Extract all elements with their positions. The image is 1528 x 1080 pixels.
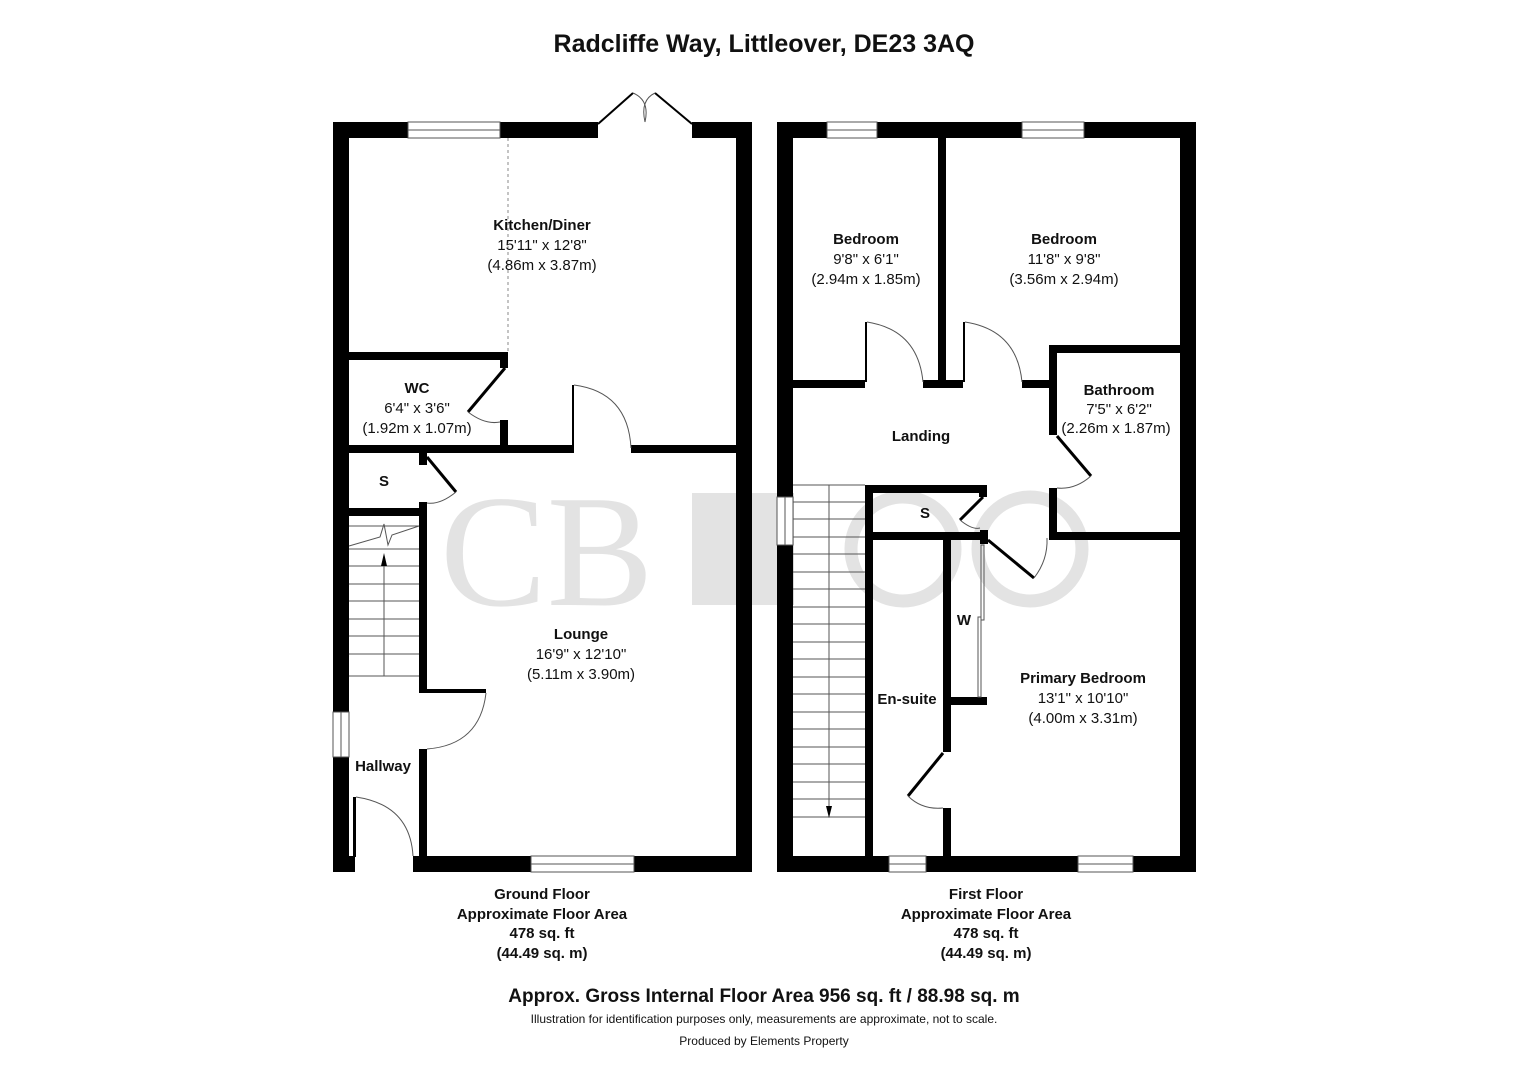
room-name: Bedroom [1031,231,1097,248]
room-name: S [379,473,389,490]
room-name: WC [405,380,430,397]
room-dims-metric: (2.26m x 1.87m) [1061,420,1170,437]
room-name: Lounge [554,626,608,643]
room-dims-imperial: 13'1" x 10'10" [1038,690,1129,707]
room-name: Primary Bedroom [1020,670,1146,687]
floor-area-sqm: (44.49 sq. m) [496,944,588,962]
room-dims-imperial: 9'8" x 6'1" [833,251,899,268]
room-name: Kitchen/Diner [493,217,591,234]
room-name: S [920,505,930,522]
ground-floor-plan [332,92,752,873]
room-dims-imperial: 15'11" x 12'8" [497,237,587,254]
room-dims-metric: (3.56m x 2.94m) [1009,271,1118,288]
room-dims-imperial: 11'8" x 9'8" [1028,251,1101,268]
room-dims-metric: (5.11m x 3.90m) [527,666,635,683]
room-name: Bathroom [1084,382,1155,399]
floor-area-sqft: 478 sq. ft [509,925,575,942]
first-floor-summary: First Floor Approximate Floor Area 478 s… [836,885,1136,963]
room-dims-metric: (1.92m x 1.07m) [362,420,471,437]
room-dims-metric: (4.86m x 3.87m) [487,257,596,274]
floor-area-label: Approximate Floor Area [900,905,1072,923]
floor-area-label: Approximate Floor Area [456,905,628,923]
page-title: Radcliffe Way, Littleover, DE23 3AQ [553,30,975,58]
room-name: Hallway [355,758,412,775]
svg-text:CB: CB [440,462,653,640]
room-dims-metric: (4.00m x 3.31m) [1028,710,1137,727]
room-name: En-suite [877,691,936,708]
disclaimer: Illustration for identification purposes… [530,1012,998,1026]
room-dims-imperial: 16'9" x 12'10" [536,646,627,663]
floor-area-sqft: 478 sq. ft [953,925,1019,942]
floor-name: Ground Floor [494,886,590,903]
produced-by: Produced by Elements Property [679,1034,849,1048]
first-floor-plan [776,121,1196,873]
room-dims-imperial: 7'5" x 6'2" [1086,401,1152,418]
room-name: Bedroom [833,231,899,248]
room-dims-imperial: 6'4" x 3'6" [384,400,450,417]
room-name: Landing [892,428,950,445]
watermark: CB [440,462,1089,640]
ground-floor-summary: Ground Floor Approximate Floor Area 478 … [392,885,692,963]
room-dims-metric: (2.94m x 1.85m) [811,271,920,288]
floor-name: First Floor [948,886,1024,903]
gross-floor-area: Approx. Gross Internal Floor Area 956 sq… [508,986,1020,1007]
room-name: W [957,612,972,629]
floor-area-sqm: (44.49 sq. m) [940,944,1032,962]
